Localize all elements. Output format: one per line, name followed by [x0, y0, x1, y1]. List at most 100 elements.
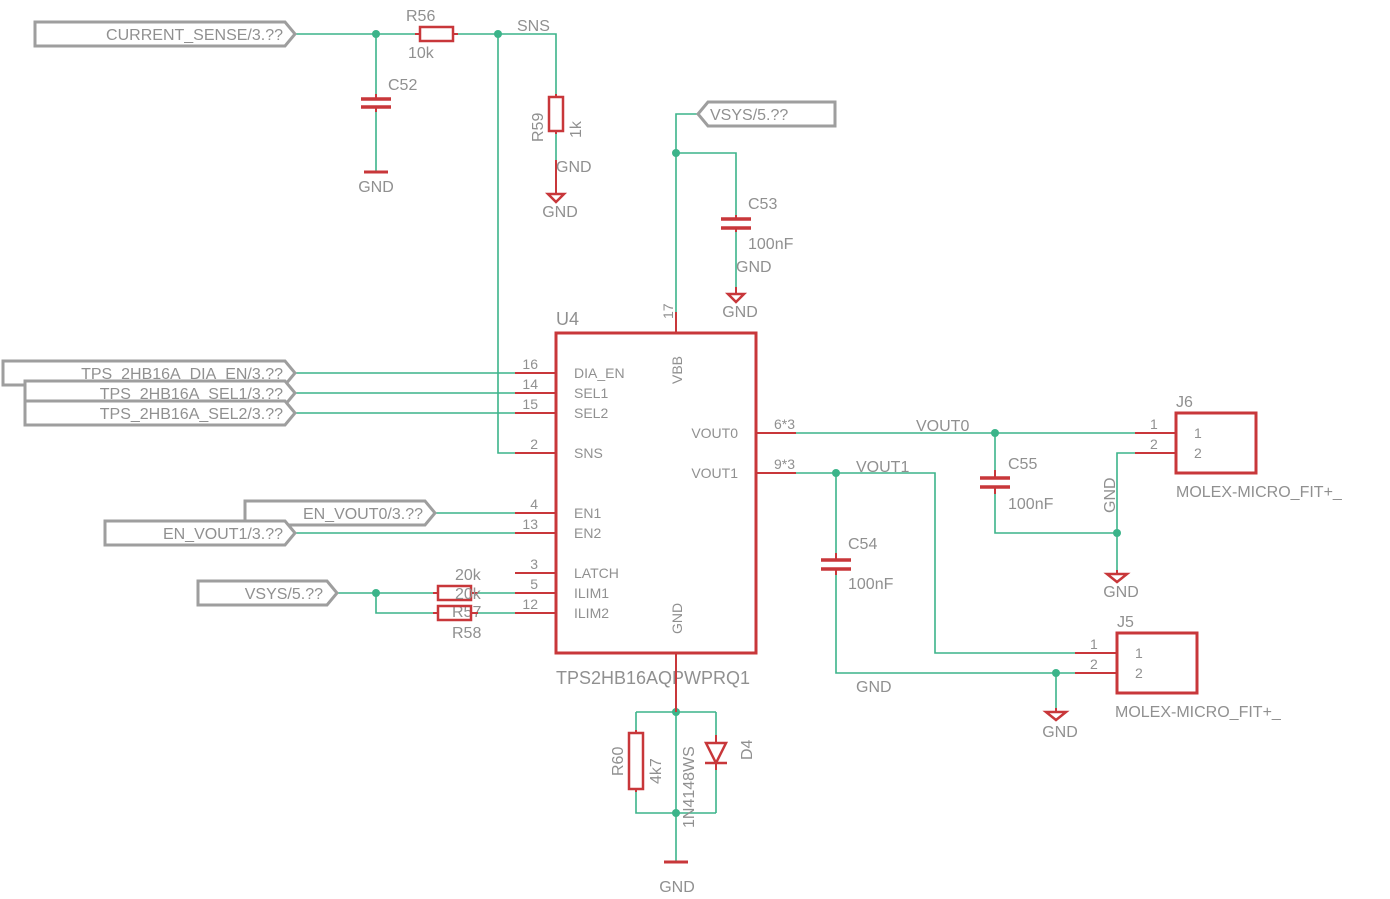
gnd-label: GND: [1103, 584, 1139, 601]
pin-name: DIA_EN: [574, 365, 625, 381]
ic-value-label: TPS2HB16AQPWPRQ1: [556, 668, 750, 688]
ref-label: J6: [1176, 394, 1193, 411]
pin-name: LATCH: [574, 565, 619, 581]
pin-name: 1: [1194, 425, 1202, 441]
resistor-r57[interactable]: 20k R57: [433, 567, 482, 621]
ref-label: C53: [748, 196, 777, 213]
value-label: 20k: [455, 567, 482, 584]
pin-number: 5: [530, 576, 538, 592]
port-sel1[interactable]: TPS_2HB16A_SEL1/3.??: [23, 379, 297, 407]
value-label: 1k: [568, 120, 585, 138]
pin-name: ILIM2: [574, 605, 609, 621]
wires: [295, 33, 1135, 862]
port-en-vout1[interactable]: EN_VOUT1/3.??: [103, 519, 297, 547]
ref-label: R56: [406, 8, 435, 25]
value-label: 1N4148WS: [681, 746, 698, 828]
gnd-label: GND: [358, 179, 394, 196]
ic-ref-label: U4: [556, 309, 579, 329]
pin-number: 12: [522, 596, 538, 612]
capacitor-c53[interactable]: C53 100nF: [721, 196, 794, 253]
net-label-gnd: GND: [556, 159, 592, 176]
junctions: [372, 30, 1121, 817]
value-label: 100nF: [848, 576, 894, 593]
gnd-symbol-bottom: GND: [659, 860, 695, 896]
port-sel2[interactable]: TPS_2HB16A_SEL2/3.??: [23, 399, 297, 427]
pin-number: 4: [530, 496, 538, 512]
pin-name: ILIM1: [574, 585, 609, 601]
junction-dot: [1113, 529, 1121, 537]
gnd-label: GND: [722, 304, 758, 321]
junction-dot: [832, 469, 840, 477]
pin-number: 15: [522, 396, 538, 412]
pin-number: 16: [522, 356, 538, 372]
capacitor-c52[interactable]: C52: [361, 77, 417, 112]
pin-name: SEL1: [574, 385, 608, 401]
junction-dot: [672, 149, 680, 157]
ref-label: D4: [739, 739, 756, 760]
resistor-r60[interactable]: R60 4k7: [610, 730, 665, 792]
junction-dot: [1052, 669, 1060, 677]
resistor-r59[interactable]: R59 1k: [530, 94, 585, 142]
pin-number: 1: [1150, 416, 1158, 432]
junction-dot: [672, 809, 680, 817]
diode-d4[interactable]: D4 1N4148WS: [681, 735, 756, 828]
pin-number: 2: [530, 436, 538, 452]
port-label: TPS_2HB16A_SEL2/3.??: [100, 406, 283, 423]
net-label-gnd: GND: [736, 259, 772, 276]
port-vsys-left[interactable]: VSYS/5.??: [196, 579, 339, 607]
value-label: MOLEX-MICRO_FIT+_: [1115, 704, 1282, 721]
pin-number: 3: [530, 556, 538, 572]
pin-number: 2: [1150, 436, 1158, 452]
pin-number: 1: [1090, 636, 1098, 652]
pin-name: EN1: [574, 505, 601, 521]
port-label: TPS_2HB16A_DIA_EN/3.??: [81, 366, 283, 383]
port-dia-en[interactable]: TPS_2HB16A_DIA_EN/3.??: [1, 359, 297, 387]
pin-number: 17: [660, 303, 676, 319]
pin-name: SEL2: [574, 405, 608, 421]
net-label-vout1: VOUT1: [856, 459, 909, 476]
capacitor-c55[interactable]: C55 100nF: [980, 456, 1054, 513]
value-label: MOLEX-MICRO_FIT+_: [1176, 484, 1343, 501]
ref-label: C55: [1008, 456, 1037, 473]
net-label-gnd: GND: [1102, 477, 1119, 513]
pin-name: 1: [1135, 645, 1143, 661]
resistor-r58[interactable]: 20k R58: [433, 586, 482, 642]
pin-name: VOUT0: [691, 425, 738, 441]
pin-name: VBB: [669, 356, 685, 384]
value-label: 100nF: [1008, 496, 1054, 513]
value-label: 10k: [408, 45, 435, 62]
pin-name: 2: [1194, 445, 1202, 461]
gnd-symbol-c52: GND: [358, 170, 394, 196]
port-label: VSYS/5.??: [245, 586, 323, 603]
pin-number: 6*3: [774, 416, 795, 432]
port-current-sense[interactable]: CURRENT_SENSE/3.??: [33, 20, 297, 48]
pin-number: 13: [522, 516, 538, 532]
port-label: TPS_2HB16A_SEL1/3.??: [100, 386, 283, 403]
port-label: CURRENT_SENSE/3.??: [106, 27, 283, 44]
resistor-r56[interactable]: R56 10k: [406, 8, 458, 62]
net-label-gnd: GND: [856, 679, 892, 696]
port-label: VSYS/5.??: [710, 107, 788, 124]
net-label-vout0: VOUT0: [916, 418, 969, 435]
connector-j5[interactable]: J5 1 2 1 2 MOLEX-MICRO_FIT+_: [1075, 614, 1282, 721]
ic-u4[interactable]: U4 TPS2HB16AQPWPRQ1 16 14 15 2 4 13 3 5 …: [515, 303, 796, 712]
net-label-sns: SNS: [517, 18, 550, 35]
pin-name: SNS: [574, 445, 603, 461]
pin-name: EN2: [574, 525, 601, 541]
gnd-symbol-r59: GND: [542, 160, 578, 221]
ref-label: R58: [452, 625, 481, 642]
value-label: 20k: [455, 586, 482, 603]
gnd-label: GND: [542, 204, 578, 221]
gnd-symbol-c53: GND: [722, 287, 758, 321]
capacitor-c54[interactable]: C54 100nF: [821, 536, 894, 593]
junction-dot: [372, 589, 380, 597]
pin-name: GND: [669, 603, 685, 634]
port-vsys-top[interactable]: VSYS/5.??: [696, 100, 837, 128]
pin-number: 9*3: [774, 456, 795, 472]
gnd-label: GND: [1042, 724, 1078, 741]
pin-number: 14: [522, 376, 538, 392]
gnd-label: GND: [659, 879, 695, 896]
connector-j6[interactable]: J6 1 2 1 2 MOLEX-MICRO_FIT+_: [1135, 394, 1343, 501]
pin-name: VOUT1: [691, 465, 738, 481]
